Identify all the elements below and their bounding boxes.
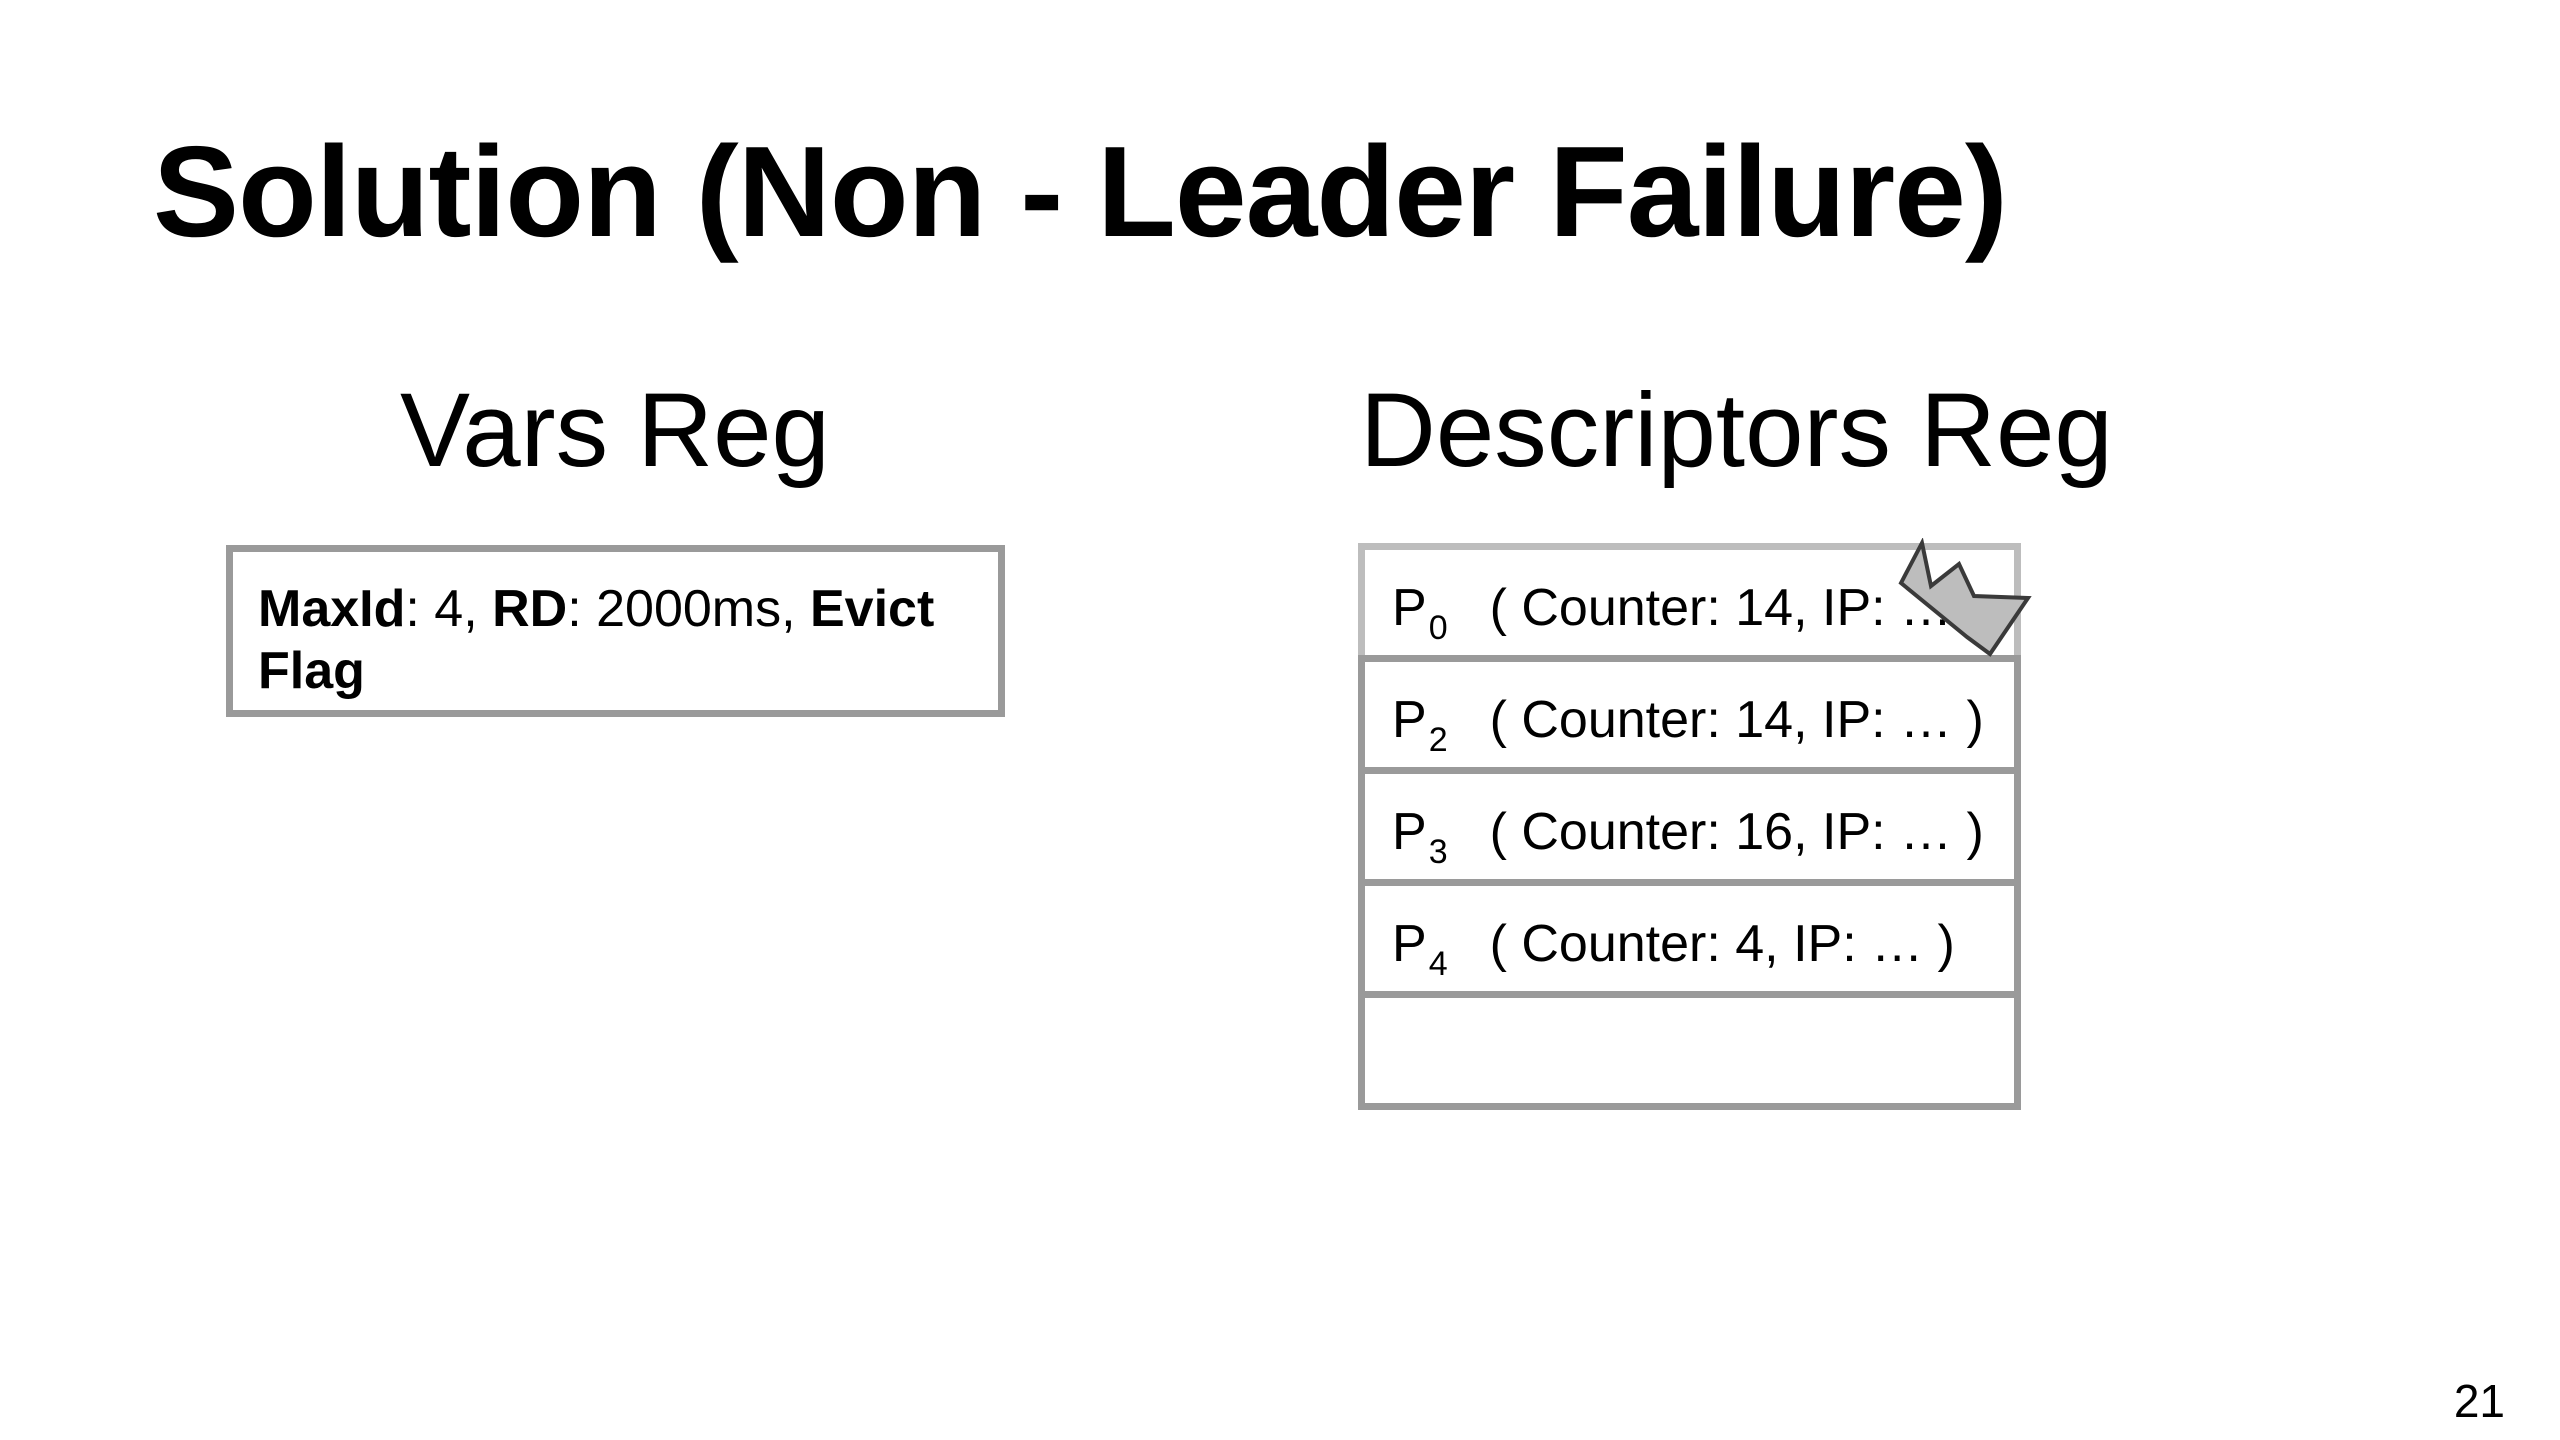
process-label: P bbox=[1392, 579, 1427, 637]
descriptor-entry: ( Counter: 14, IP: … bbox=[1489, 579, 1953, 637]
descriptors-reg-table: P0( Counter: 14, IP: … P2( Counter: 14, … bbox=[1358, 543, 2021, 1110]
maxid-label: MaxId bbox=[258, 580, 406, 638]
descriptor-entry: ( Counter: 16, IP: … ) bbox=[1489, 803, 1984, 861]
process-label: P bbox=[1392, 803, 1427, 861]
rd-label: RD bbox=[492, 580, 568, 638]
maxid-value: : 4, bbox=[405, 580, 493, 638]
process-label: P bbox=[1392, 915, 1427, 973]
vars-reg-box: MaxId: 4, RD: 2000ms, Evict Flag bbox=[226, 545, 1005, 717]
process-index: 0 bbox=[1428, 609, 1448, 647]
descriptor-row-p0: P0 ( Counter: 14, IP: … bbox=[1358, 543, 2021, 655]
descriptor-row-p2: P2 ( Counter: 14, IP: … ) bbox=[1358, 655, 2021, 767]
process-index: 3 bbox=[1428, 833, 1448, 871]
descriptors-reg-heading: Descriptors Reg bbox=[1360, 372, 2113, 489]
page-number: 21 bbox=[2453, 1375, 2505, 1427]
slide-title: Solution (Non - Leader Failure) bbox=[153, 120, 2008, 264]
descriptor-row-p3: P3 ( Counter: 16, IP: … ) bbox=[1358, 767, 2021, 879]
descriptor-row-p4: P4 ( Counter: 4, IP: … ) bbox=[1358, 879, 2021, 991]
process-index: 2 bbox=[1428, 721, 1448, 759]
descriptor-entry: ( Counter: 14, IP: … ) bbox=[1489, 691, 1984, 749]
evict-flag-label: Evict Flag bbox=[258, 580, 935, 700]
descriptor-entry: ( Counter: 4, IP: … ) bbox=[1489, 915, 1955, 973]
descriptor-row-empty bbox=[1358, 991, 2021, 1110]
crown-icon bbox=[1898, 538, 2032, 657]
vars-reg-heading: Vars Reg bbox=[400, 372, 830, 489]
process-label: P bbox=[1392, 691, 1427, 749]
process-index: 4 bbox=[1428, 945, 1448, 983]
rd-value: : 2000ms, bbox=[567, 580, 810, 638]
